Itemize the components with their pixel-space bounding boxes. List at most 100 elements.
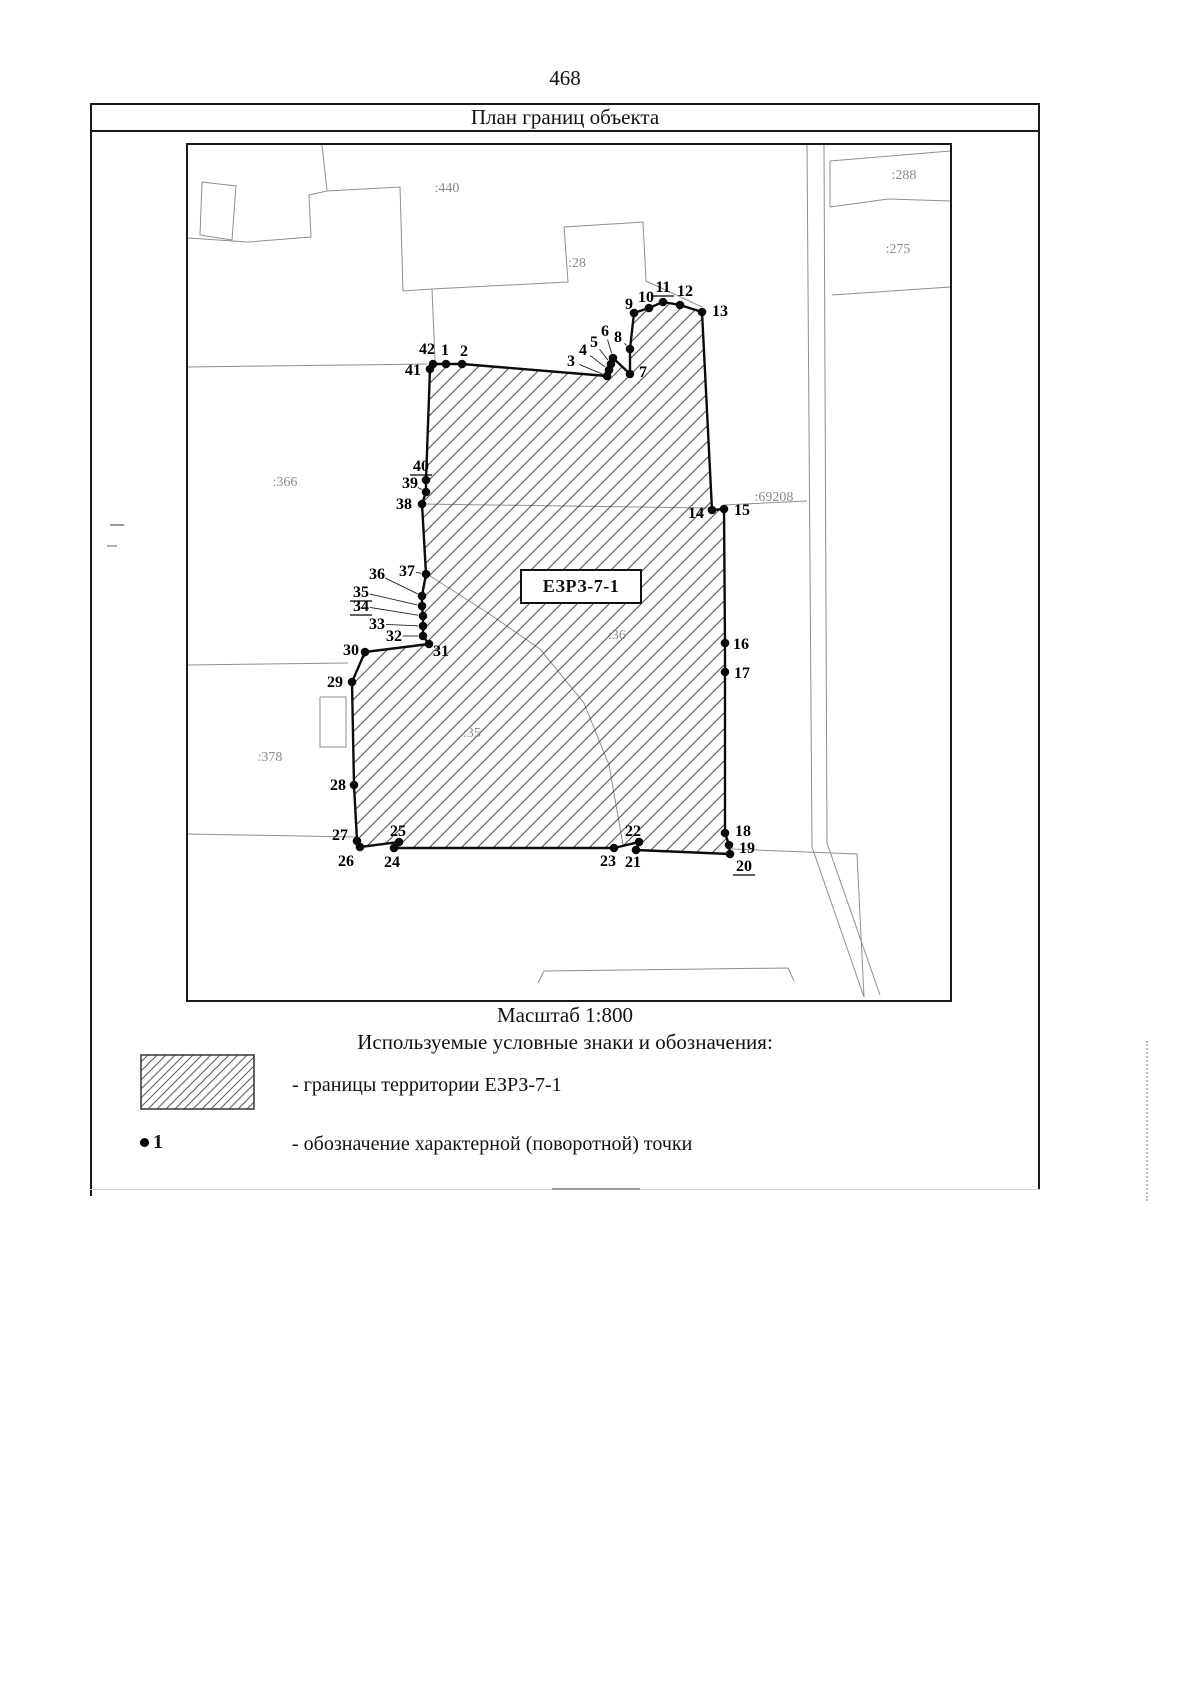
point-label: 29 (327, 674, 343, 691)
boundary-point (631, 845, 641, 855)
point-label: 7 (639, 364, 647, 381)
point-label: 25 (390, 823, 406, 840)
boundary-point (675, 300, 685, 310)
point-label: 21 (625, 854, 641, 871)
point-label: 35 (353, 584, 369, 601)
sheet-top-border (90, 103, 1040, 105)
boundary-point (417, 591, 427, 601)
boundary-point (629, 308, 639, 318)
point-label: 33 (369, 616, 385, 633)
point-label: 4 (579, 342, 587, 359)
point-label: 26 (338, 853, 354, 870)
point-label: 9 (625, 296, 633, 313)
point-label: 8 (614, 329, 622, 346)
boundary-point (609, 843, 619, 853)
boundary-point (644, 303, 654, 313)
point-label: 24 (384, 854, 400, 871)
point-label: 16 (733, 636, 749, 653)
parcel-label: :69208 (755, 490, 794, 505)
boundary-point (720, 667, 730, 677)
boundary-point (421, 569, 431, 579)
boundary-point (418, 621, 428, 631)
point-label: 2 (460, 343, 468, 360)
parcel-label: :288 (892, 168, 917, 183)
parcel-label: :275 (886, 242, 911, 257)
boundary-point (625, 369, 635, 379)
boundary-point (725, 849, 735, 859)
point-label: 27 (332, 827, 348, 844)
point-label: 41 (405, 362, 421, 379)
boundary-point (421, 487, 431, 497)
boundary-point (441, 359, 451, 369)
boundary-point (720, 638, 730, 648)
boundary-point (347, 677, 357, 687)
hatch-swatch-rect (140, 1054, 255, 1110)
legend-heading: Используемые условные знаки и обозначени… (357, 1030, 773, 1054)
parcel-label: :35 (463, 726, 481, 741)
leader-lines (369, 339, 638, 840)
point-label: 39 (402, 475, 418, 492)
boundary-point (608, 353, 618, 363)
boundary-point (389, 843, 399, 853)
parcel-label: :36 (608, 628, 626, 643)
point-label: 17 (734, 665, 750, 682)
boundary-point (625, 344, 635, 354)
legend-point-number: 1 (153, 1131, 163, 1153)
boundary-point (418, 611, 428, 621)
point-label: 6 (601, 323, 609, 340)
sheet-right-border (1038, 103, 1040, 1190)
scan-artifact-dotted-line (1146, 1041, 1148, 1201)
sheet-left-border (90, 103, 92, 1196)
legend-item-point-label: - обозначение характерной (поворотной) т… (292, 1133, 693, 1155)
sheet-title: План границ объекта (470, 105, 660, 129)
scan-artifact (107, 545, 117, 547)
point-label: 23 (600, 853, 616, 870)
point-label: 20 (736, 858, 752, 875)
point-label: 38 (396, 496, 412, 513)
boundary-point (724, 840, 734, 850)
point-label: 28 (330, 777, 346, 794)
point-label: 11 (655, 279, 670, 296)
parcel-label: :28 (568, 256, 586, 271)
boundary-point (349, 780, 359, 790)
boundary-point (720, 828, 730, 838)
boundary-point (428, 359, 438, 369)
point-label: 19 (739, 840, 755, 857)
title-underline (90, 130, 1040, 132)
parcel-label: :440 (435, 181, 460, 196)
legend-turn-point-symbol: 1 (140, 1131, 163, 1154)
point-label: 31 (433, 643, 449, 660)
boundary-point (360, 647, 370, 657)
point-label: 5 (590, 334, 598, 351)
legend-item-boundary-label: - границы территории ЕЗРЗ-7-1 (292, 1074, 562, 1096)
page-number: 468 (549, 66, 581, 90)
point-label: 1 (441, 342, 449, 359)
scan-artifact (110, 524, 124, 526)
parcel-lines (188, 145, 950, 998)
boundary-point (418, 631, 428, 641)
area-label-box: ЕЗРЗ-7-1 (520, 569, 642, 604)
boundary-point (394, 837, 404, 847)
point-label: 32 (386, 628, 402, 645)
boundary-point (417, 601, 427, 611)
point-label: 14 (688, 505, 704, 522)
point-dot-icon (140, 1138, 149, 1147)
boundary-points (347, 297, 735, 859)
point-label: 10 (638, 289, 654, 306)
boundary-point (421, 475, 431, 485)
point-label: 3 (567, 353, 575, 370)
point-label: 42 (419, 341, 435, 358)
boundary-point (658, 297, 668, 307)
parcel-labels: :440:28:288:275:366:378:36:35:69208 (258, 168, 917, 765)
parcel-label: :366 (273, 475, 298, 490)
sheet-bottom-border-segment (552, 1188, 640, 1190)
point-label: 18 (735, 823, 751, 840)
point-label: 13 (712, 303, 728, 320)
point-label: 40 (413, 458, 429, 475)
boundary-point (352, 836, 362, 846)
point-label: 22 (625, 823, 641, 840)
boundary-point (417, 499, 427, 509)
boundary-point (707, 505, 717, 515)
